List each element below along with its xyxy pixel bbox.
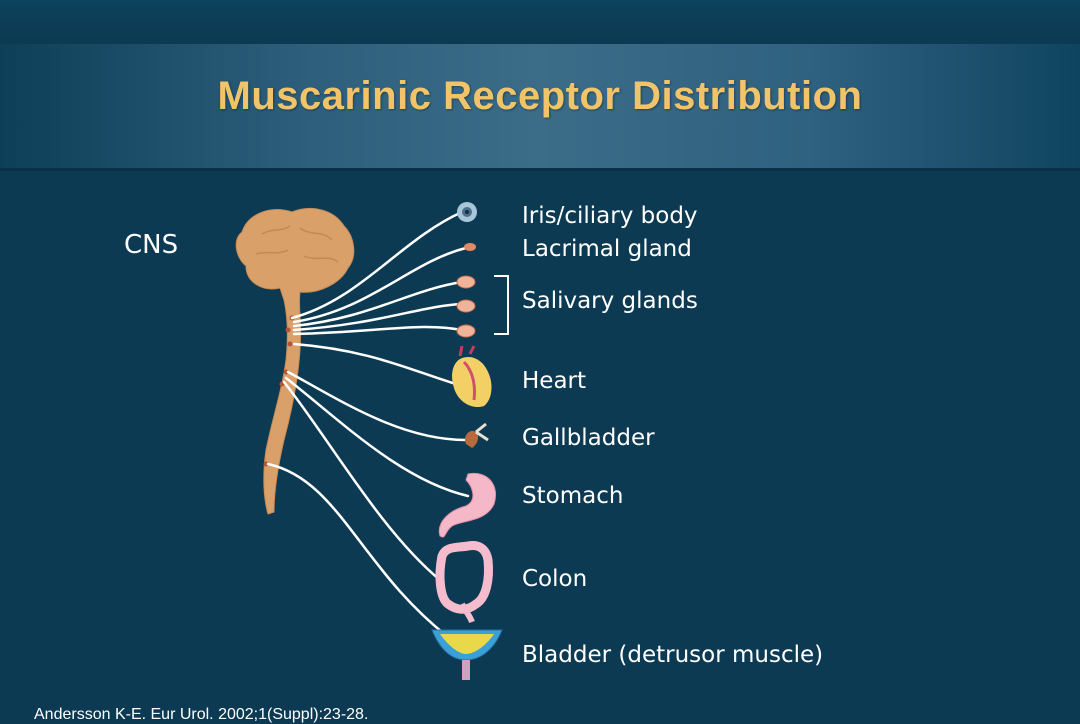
title-band <box>0 44 1080 171</box>
bladder-icon <box>431 629 503 680</box>
label-stomach: Stomach <box>522 483 624 509</box>
heart-icon <box>452 345 492 408</box>
salivary-bracket <box>494 275 509 335</box>
nerve-iris <box>290 210 464 320</box>
nerve-salivary-3 <box>292 325 464 336</box>
cns-icon <box>235 208 355 515</box>
nerve-salivary-2 <box>292 302 464 332</box>
nerve-lacrimal <box>292 246 468 324</box>
iris-icon <box>457 202 477 222</box>
label-colon: Colon <box>522 566 588 592</box>
salivary-glands-icon <box>456 275 476 338</box>
citation: Andersson K-E. Eur Urol. 2002;1(Suppl):2… <box>34 706 369 723</box>
nerve-heart <box>292 342 458 386</box>
label-iris: Iris/ciliary body <box>522 203 698 229</box>
nerve-colon <box>282 380 442 582</box>
nerve-bladder <box>266 462 454 642</box>
top-bar <box>0 0 1080 44</box>
colon-icon <box>435 541 493 624</box>
label-salivary-glands: Salivary glands <box>522 288 698 314</box>
stomach-icon <box>438 472 496 538</box>
label-bladder: Bladder (detrusor muscle) <box>522 642 824 668</box>
label-gallbladder: Gallbladder <box>522 425 655 451</box>
cns-label: CNS <box>124 230 179 260</box>
lacrimal-gland-icon <box>464 243 476 251</box>
label-heart: Heart <box>522 368 587 394</box>
nerve-gallbladder <box>286 370 468 442</box>
slide-title: Muscarinic Receptor Distribution <box>217 74 863 118</box>
nerve-stomach <box>284 376 470 498</box>
nerve-salivary-1 <box>292 280 464 328</box>
nerve-fibers <box>266 210 470 642</box>
gallbladder-icon <box>464 422 489 448</box>
label-lacrimal-gland: Lacrimal gland <box>522 236 692 262</box>
